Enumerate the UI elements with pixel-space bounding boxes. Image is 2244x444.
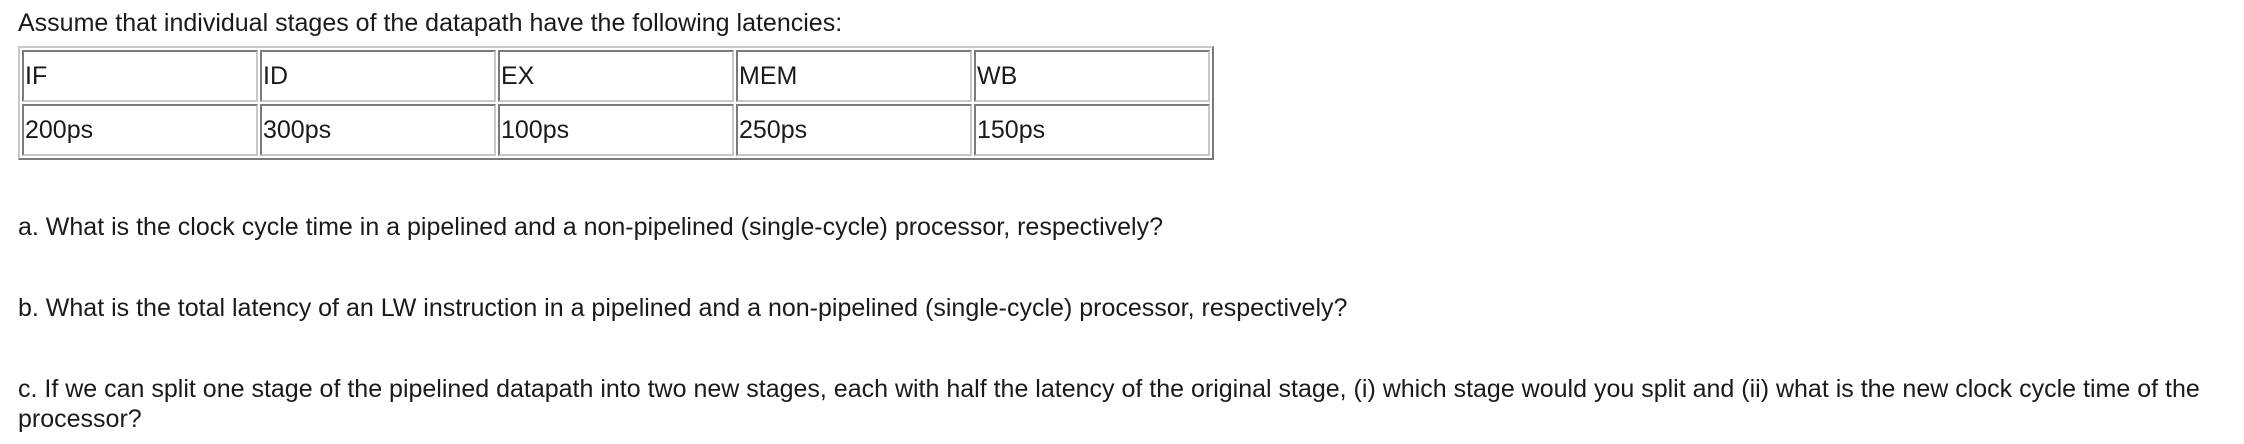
stage-cell-id: ID (260, 50, 496, 102)
table-row-stages: IF ID EX MEM WB (22, 50, 1210, 102)
stage-cell-ex: EX (498, 50, 734, 102)
question-a: a. What is the clock cycle time in a pip… (18, 213, 1164, 241)
question-b: b. What is the total latency of an LW in… (18, 294, 1348, 322)
table-row-latencies: 200ps 300ps 100ps 250ps 150ps (22, 104, 1210, 156)
intro-text: Assume that individual stages of the dat… (18, 9, 843, 37)
stage-cell-wb: WB (974, 50, 1210, 102)
stage-cell-if: IF (22, 50, 258, 102)
latency-cell-mem: 250ps (736, 104, 972, 156)
latency-cell-id: 300ps (260, 104, 496, 156)
stage-latency-table: IF ID EX MEM WB 200ps 300ps 100ps 250ps … (18, 46, 1214, 160)
latency-cell-wb: 150ps (974, 104, 1210, 156)
latency-cell-ex: 100ps (498, 104, 734, 156)
stage-cell-mem: MEM (736, 50, 972, 102)
question-c: c. If we can split one stage of the pipe… (18, 375, 2200, 433)
latency-cell-if: 200ps (22, 104, 258, 156)
